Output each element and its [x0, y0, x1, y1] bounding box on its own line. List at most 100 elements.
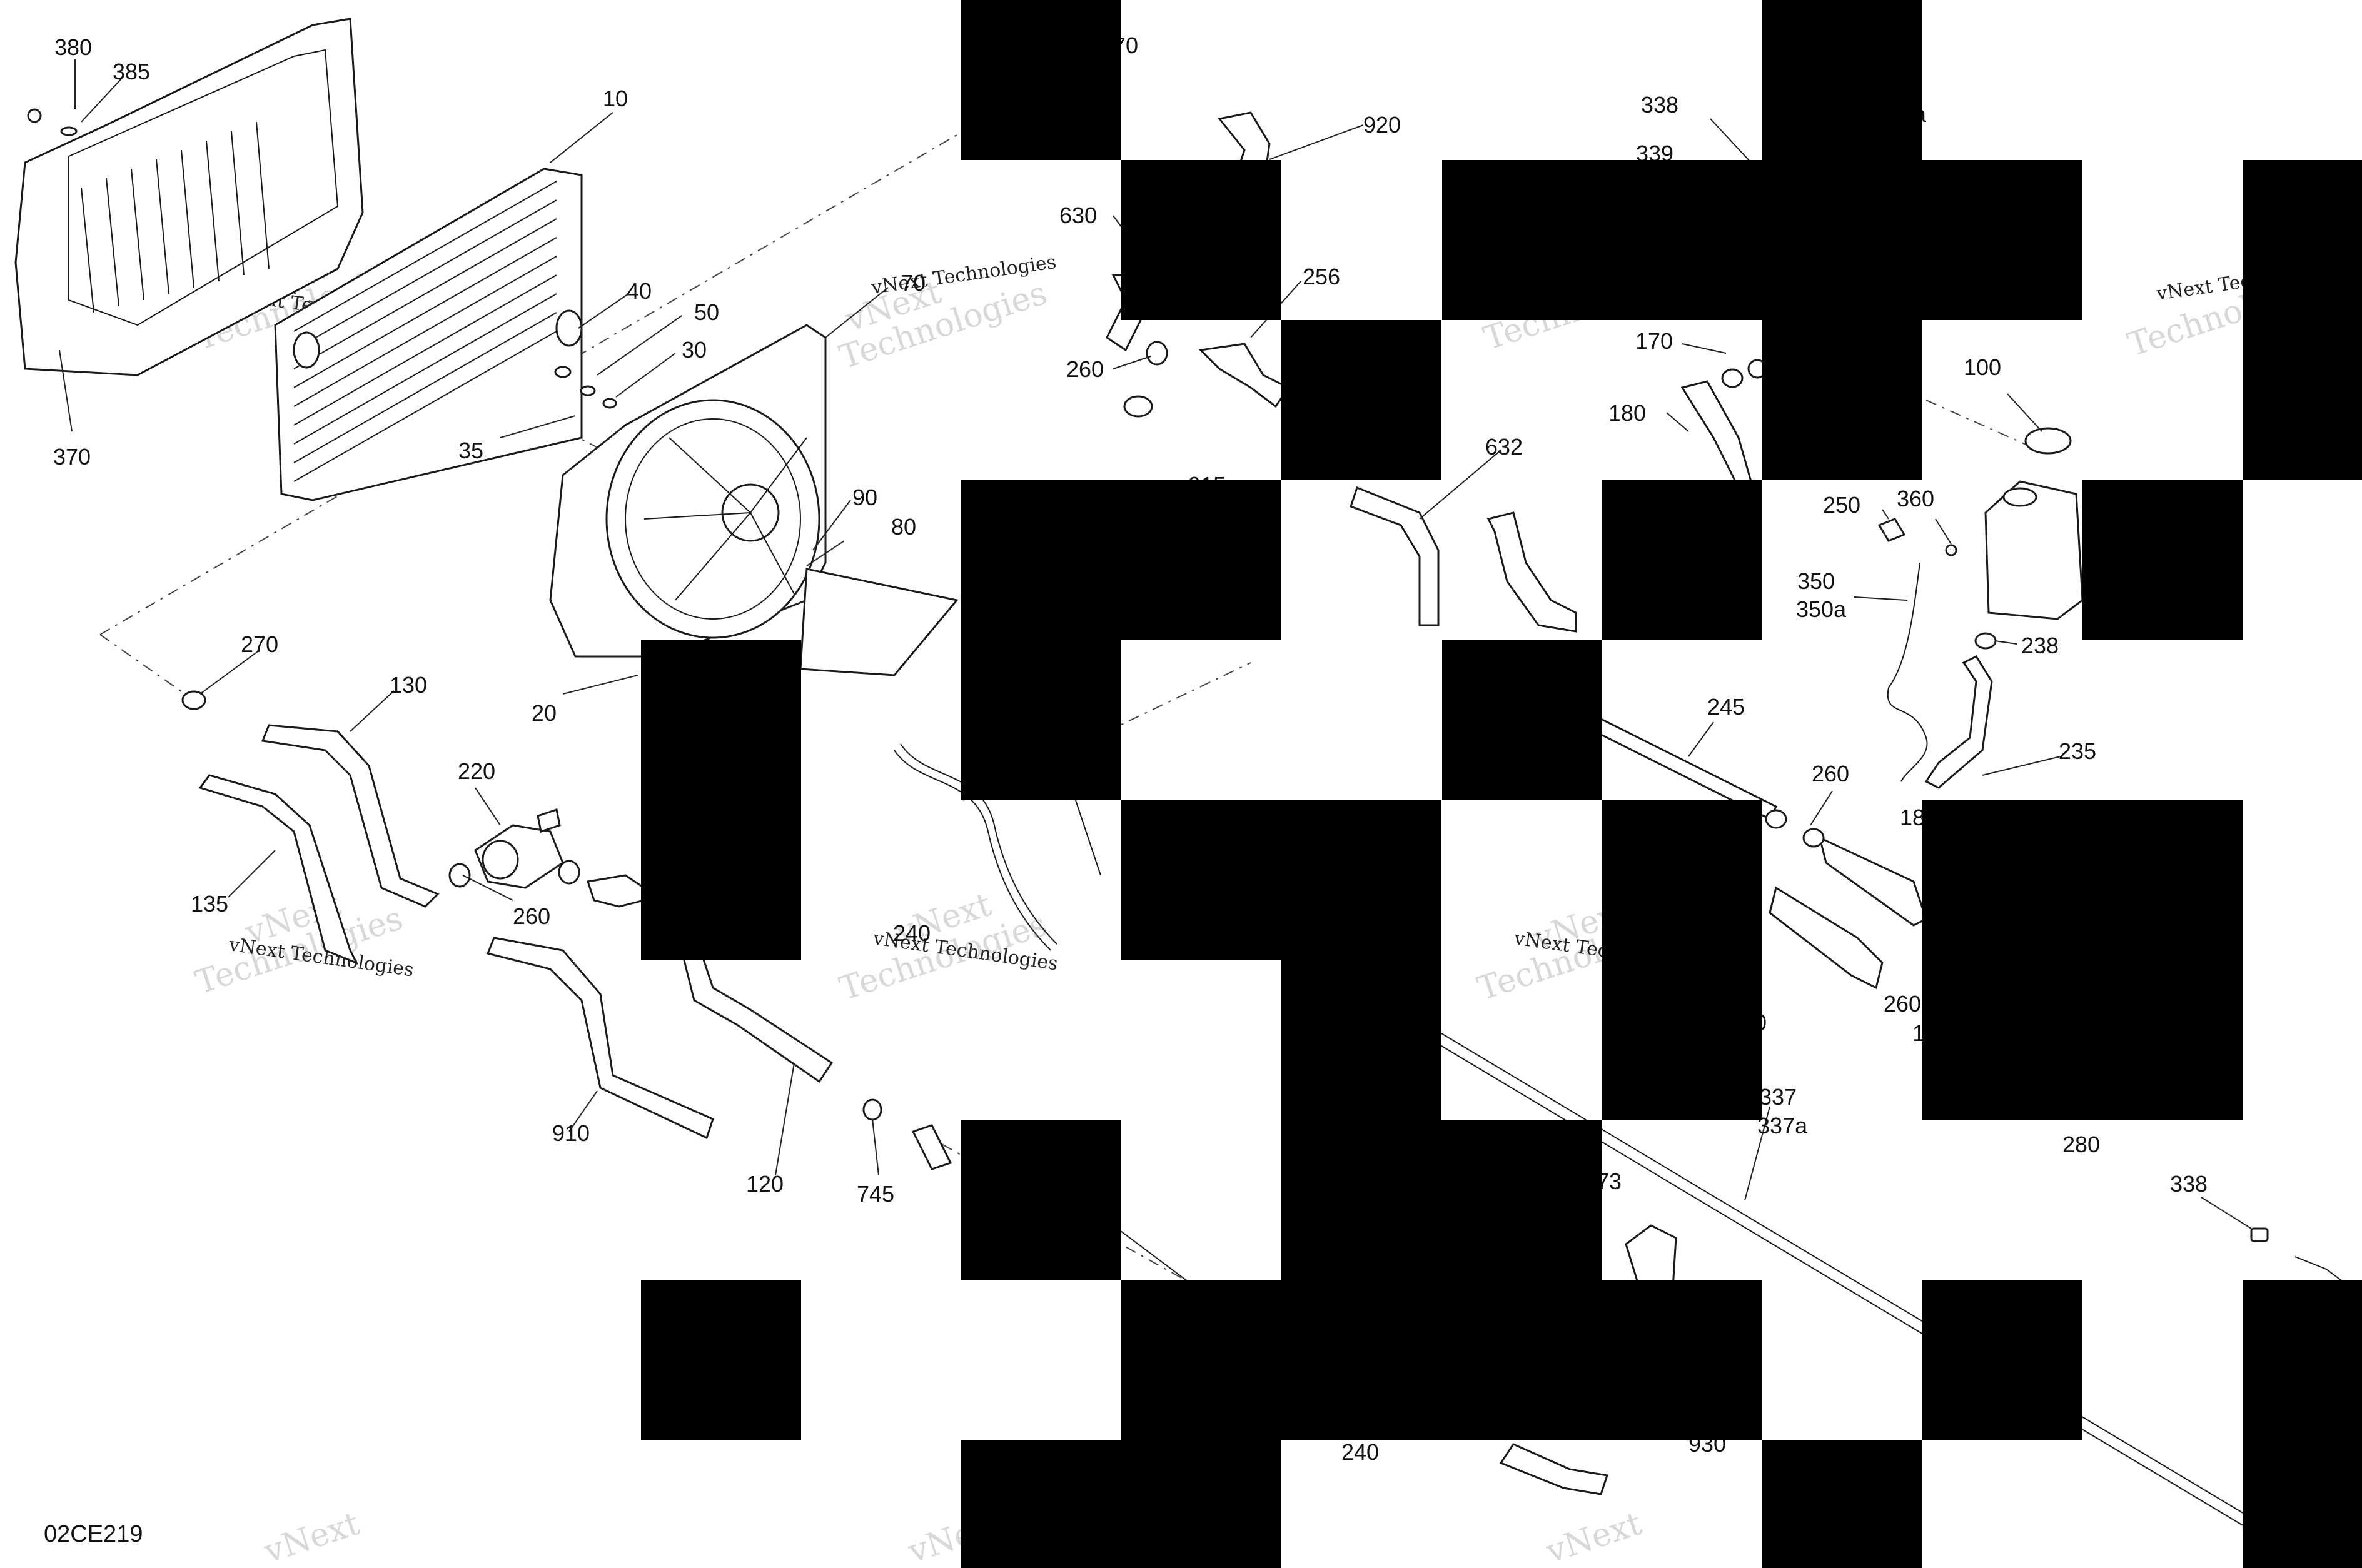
- label-350: 350: [1797, 568, 1835, 594]
- label-250: 250: [1823, 492, 1860, 518]
- clamp-260: [1123, 395, 1153, 418]
- redaction-block: [2082, 480, 2243, 640]
- label-745: 745: [857, 1181, 894, 1207]
- coolant-reservoir: [1877, 427, 2084, 650]
- label-40: 40: [627, 278, 652, 304]
- hose-120: [680, 949, 834, 1083]
- hose-18: [1818, 836, 1927, 927]
- part-labels: 380 385 10 370 40 50 30 35 70 70 90 80 2…: [53, 33, 2208, 1465]
- label-380: 380: [54, 34, 92, 60]
- clamp-260: [558, 860, 580, 885]
- label-240-lower: 240: [1341, 1439, 1379, 1465]
- label-260-lower: 260: [1884, 991, 1921, 1017]
- thermostat-housing: [474, 808, 564, 889]
- label-337a: 337a: [1757, 1113, 1808, 1138]
- label-100: 100: [1964, 354, 2001, 380]
- hose-elbow: [1486, 511, 1577, 633]
- redaction-block: [1281, 320, 1441, 480]
- redaction-block: [1121, 800, 1441, 960]
- label-280: 280: [2062, 1132, 2100, 1157]
- hose-260: [1769, 886, 1884, 990]
- label-260: 260: [1066, 356, 1104, 382]
- redaction-block: [1442, 160, 2082, 320]
- reservoir-cap: [2024, 427, 2072, 455]
- hose-256: [1198, 343, 1290, 408]
- hose-lower: [1499, 1443, 1608, 1495]
- clamp-170: [1721, 368, 1744, 388]
- label-18: 18: [1900, 805, 1925, 830]
- redaction-block: [1602, 480, 1762, 640]
- hose-632: [1350, 486, 1440, 626]
- label-170: 170: [1635, 328, 1673, 354]
- label-338-right: 338: [2170, 1171, 2208, 1197]
- clamp-745: [862, 1098, 882, 1121]
- clamp-338: [2250, 1227, 2269, 1242]
- label-238: 238: [2021, 633, 2059, 658]
- label-360: 360: [1897, 486, 1934, 511]
- label-50: 50: [694, 299, 719, 325]
- watermark-vnext: vNext: [260, 1505, 365, 1568]
- alignment-line: [1925, 400, 2039, 451]
- hose-180: [1680, 380, 1752, 490]
- redaction-block: [2243, 1440, 2362, 1568]
- label-80: 80: [891, 514, 916, 540]
- redaction-block: [961, 1120, 1121, 1280]
- fan-assembly: [549, 324, 959, 676]
- hose-short: [587, 874, 645, 908]
- label-220: 220: [458, 758, 495, 784]
- label-235: 235: [2059, 738, 2096, 764]
- clamp-260: [1765, 809, 1787, 829]
- label-338: 338: [1641, 92, 1678, 118]
- label-920: 920: [1363, 112, 1401, 138]
- redaction-block: [1922, 1280, 2082, 1440]
- fasteners-set: [27, 108, 617, 409]
- label-630: 630: [1059, 203, 1097, 228]
- redaction-block: [1602, 800, 1762, 1120]
- clamp-260: [1802, 828, 1825, 848]
- redaction-block: [961, 640, 1121, 800]
- redaction-block: [641, 1280, 801, 1440]
- label-70: 70: [901, 270, 926, 296]
- screw-360: [1945, 544, 1957, 556]
- redaction-block: [1762, 1440, 1922, 1568]
- redaction-block: [1281, 1120, 1602, 1280]
- clamp-270: [181, 690, 206, 710]
- label-350a: 350a: [1796, 596, 1847, 622]
- leader-lines: [59, 59, 2252, 1229]
- vent-line-240: [894, 750, 1051, 951]
- label-1: 1: [1912, 1020, 1925, 1046]
- label-270: 270: [241, 631, 278, 657]
- redaction-block: [1121, 1280, 1762, 1440]
- label-245: 245: [1707, 694, 1745, 720]
- label-35: 35: [458, 438, 483, 463]
- clamp-260: [448, 863, 471, 888]
- vent-line: [1075, 800, 1101, 876]
- redaction-block: [961, 0, 1121, 160]
- hose-135: [198, 774, 359, 965]
- alignment-line: [99, 634, 194, 701]
- clip-250: [1877, 518, 1906, 542]
- hose-910: [486, 937, 714, 1140]
- redaction-block: [1762, 320, 1922, 480]
- hose-130: [261, 724, 440, 908]
- radiator-shroud: [14, 18, 364, 376]
- label-337: 337: [1759, 1084, 1797, 1110]
- redaction-block: [961, 480, 1281, 640]
- label-135: 135: [191, 891, 228, 917]
- redaction-block: [2243, 320, 2362, 480]
- label-260-right: 260: [1812, 761, 1849, 787]
- redaction-block: [1762, 0, 1922, 160]
- vent-line-350: [1887, 562, 1928, 782]
- label-20: 20: [532, 700, 557, 726]
- label-385: 385: [113, 59, 150, 84]
- redaction-masks: [641, 0, 2362, 1568]
- redaction-block: [1281, 960, 1441, 1120]
- redaction-block: [2243, 1280, 2362, 1440]
- diagram-code: 02CE219: [44, 1521, 143, 1547]
- tube-fitting: [911, 1124, 952, 1170]
- label-240: 240: [893, 920, 931, 946]
- redaction-block: [961, 1440, 1281, 1568]
- redaction-block: [1922, 800, 2243, 1120]
- label-10: 10: [603, 86, 628, 111]
- clamp-260: [1146, 341, 1168, 366]
